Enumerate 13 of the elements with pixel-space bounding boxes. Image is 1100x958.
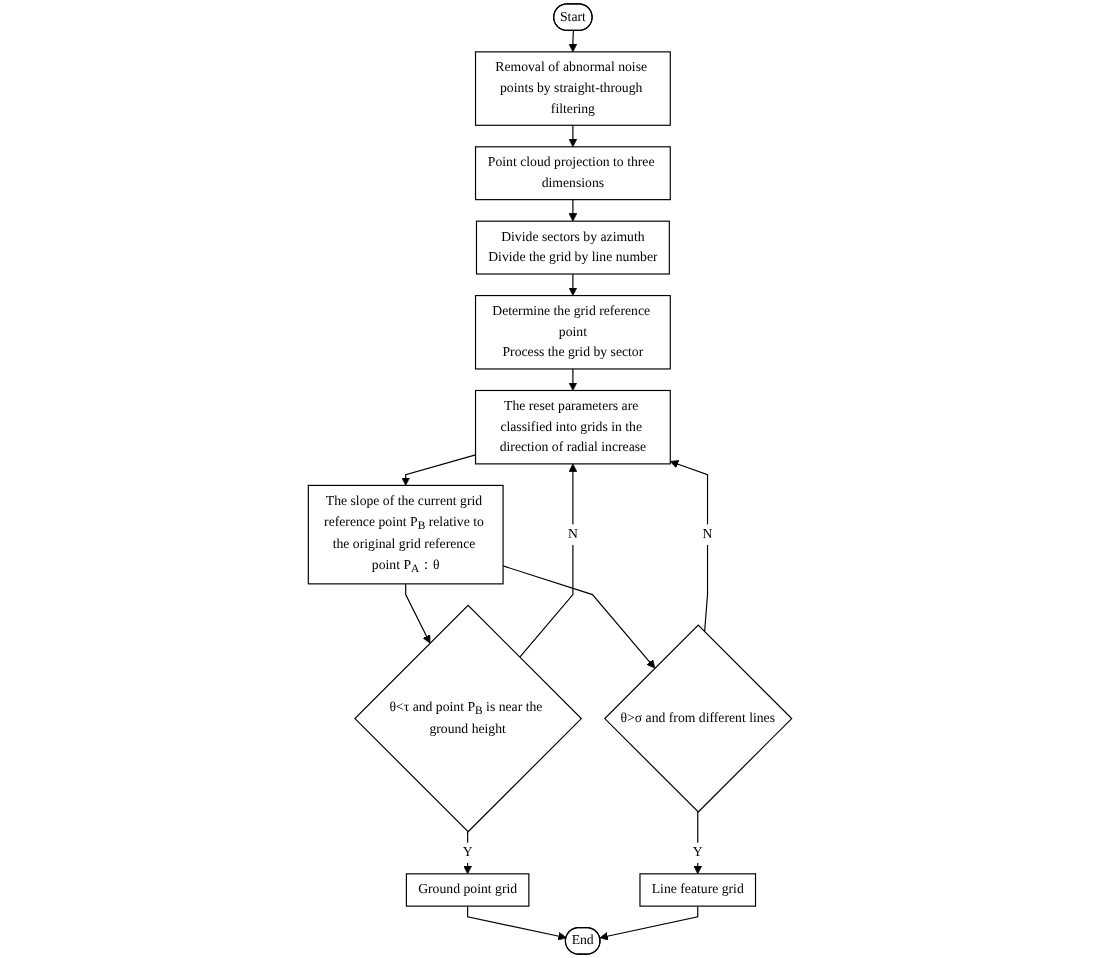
arrow — [401, 454, 477, 486]
arrow — [568, 30, 578, 53]
arrow — [405, 583, 431, 644]
arrow — [519, 463, 578, 658]
arrow — [568, 124, 578, 148]
arrow — [502, 565, 656, 669]
arrow — [568, 199, 578, 222]
arrow — [568, 368, 578, 391]
arrow — [467, 905, 567, 941]
arrow — [669, 460, 709, 633]
arrow — [693, 811, 703, 875]
arrow — [599, 905, 699, 941]
arrow — [568, 273, 578, 296]
